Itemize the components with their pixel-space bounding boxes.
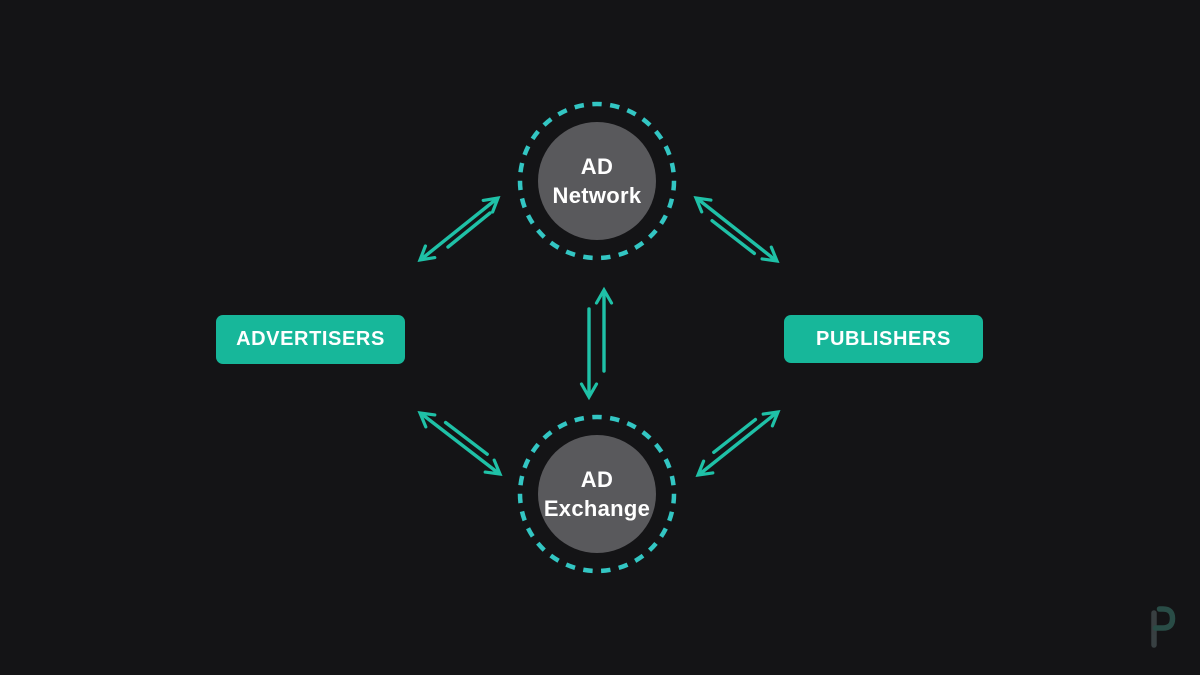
ad-network-label: AD Network bbox=[517, 152, 677, 210]
ad-exchange-label-line1: AD bbox=[580, 467, 614, 492]
arrow-head-upper-right-icon bbox=[481, 195, 501, 214]
arrow-advertisers-ad-exchange bbox=[417, 411, 503, 476]
arrow-head-lower-left-icon bbox=[695, 459, 715, 477]
arrow-advertisers-ad-network bbox=[417, 195, 501, 263]
arrow-down-head-icon bbox=[579, 382, 599, 401]
logo-p-icon bbox=[1151, 606, 1176, 648]
arrow-accent-line bbox=[446, 211, 492, 249]
publishers-button[interactable]: PUBLISHERS bbox=[784, 315, 983, 363]
arrow-head-lower-left-icon bbox=[417, 244, 437, 263]
arrow-shaft bbox=[697, 198, 776, 261]
arrow-ad-exchange-publishers bbox=[695, 410, 781, 477]
ad-exchange-label-line2: Exchange bbox=[543, 496, 651, 521]
arrow-accent-line bbox=[443, 420, 489, 456]
arrow-shaft bbox=[422, 199, 496, 259]
arrow-accent-line bbox=[710, 218, 756, 256]
ad-exchange-dashed-ring bbox=[517, 414, 677, 574]
arrow-head-upper-right-icon bbox=[761, 410, 781, 428]
ad-network-node-circle bbox=[517, 101, 677, 261]
arrow-shaft bbox=[421, 413, 499, 474]
ad-network-label-line2: Network bbox=[552, 183, 642, 208]
ad-exchange-node-circle bbox=[517, 414, 677, 574]
arrow-up-head-icon bbox=[594, 286, 614, 305]
arrow-head-lower-right-icon bbox=[760, 245, 780, 263]
advertisers-button[interactable]: ADVERTISERS bbox=[216, 315, 405, 364]
arrow-accent-line bbox=[712, 417, 758, 454]
arrow-head-upper-left-icon bbox=[693, 196, 713, 214]
publishers-button-label: PUBLISHERS bbox=[816, 327, 951, 350]
ad-network-circle bbox=[538, 122, 656, 240]
ad-exchange-label: AD Exchange bbox=[517, 465, 677, 523]
advertisers-button-label: ADVERTISERS bbox=[236, 328, 385, 350]
arrow-head-upper-left-icon bbox=[417, 411, 437, 429]
ad-exchange-circle bbox=[538, 435, 656, 553]
arrow-shaft bbox=[699, 412, 777, 475]
arrow-head-lower-right-icon bbox=[483, 458, 503, 476]
ad-network-label-line1: AD bbox=[580, 154, 614, 179]
arrow-ad-network-publishers bbox=[693, 196, 780, 263]
logo-p-bowl bbox=[1152, 606, 1176, 631]
ad-network-dashed-ring bbox=[517, 101, 677, 261]
arrow-ad-network-ad-exchange bbox=[579, 286, 614, 401]
